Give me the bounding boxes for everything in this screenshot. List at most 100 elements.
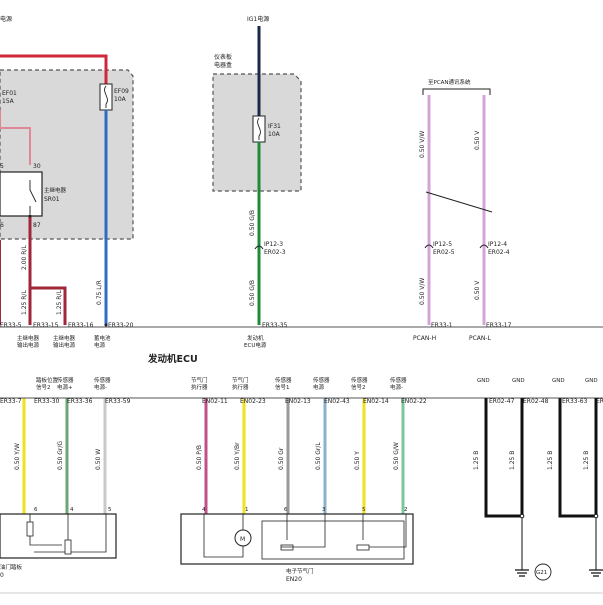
fuse-if31-rating: 10A [268,131,281,138]
lower-wire-label: 0.50 P/B [196,445,203,470]
lower-wire-label: 1.25 B [583,451,590,470]
lower-wire-label: 0.50 Gr [278,447,285,470]
lower-wire-label: 0.50 Gr/G [57,441,64,470]
lower-pin-num: 2 [404,507,408,513]
lower-wire-label: 1.25 B [547,451,554,470]
lower-wiring-layer: 0.50 Y/W 0.50 Gr/G 0.50 W 0.50 P/B 0.50 Y/Br… [0,376,603,514]
lower-wire-label: 1.25 B [509,451,516,470]
ground-symbol-2 [589,569,603,577]
desc-ecu-power-a: 发动机 [247,334,264,342]
fuse-ef01-rating: 15A [2,98,15,105]
lower-desc-b: 电源 [313,383,325,391]
lower-wire-label: 0.50 G/W [393,442,400,470]
wire-vw-top-label: 0.50 V/W [419,131,426,158]
pedal-module [0,513,117,559]
lower-pin-num: 5 [362,507,366,513]
lower-pin-num: 3 [322,507,326,513]
relay-switch [29,180,37,214]
lower-desc-a: 传感器 [57,376,74,384]
panel-box-label-1: 仪表板 [214,53,232,61]
lower-pin: EN02-22 [401,398,427,405]
pedal-label-1: 油门踏板 [0,563,23,571]
lower-desc-b: 电源+ [57,383,73,391]
pin-er33-17: ER33-17 [486,322,512,329]
red-supply-wire [0,54,108,84]
desc-relay-out2-b: 输出电源 [53,341,76,349]
lower-desc-a: GND [512,378,525,384]
conn-ip12-3-label: IP12-3 [264,241,283,248]
power-label-top: 电源 [0,15,12,23]
throttle-resistor-2 [356,544,370,551]
lower-desc-b: 电源- [390,383,403,391]
desc-relay-out2-a: 主继电器 [53,334,76,342]
wire-gb-top-label: 0.50 G/B [249,210,256,236]
lower-pin-num: 1 [245,507,249,513]
lower-desc-a: 传感器 [313,376,330,384]
lower-pin: EN02-11 [202,398,228,405]
connector-ip12-5 [424,244,434,249]
pedal-resistor-2 [64,539,72,555]
lower-wire-label: 0.50 W [95,449,102,470]
desc-battery-a: 蓄电池 [94,334,111,342]
lower-wire-label: 0.50 Y/W [14,443,21,470]
gnd-loop-1 [484,398,524,518]
lower-desc-b: 信号1 [275,383,290,391]
motor-symbol: M [240,536,245,543]
wire-rl-125b-label: 1.25 R/L [56,290,63,315]
ecu-title: 发动机ECU [147,353,198,365]
lower-wire-label: 0.50 Y/Br [234,442,241,470]
lower-pin-num: 6 [284,507,288,513]
relay-pin-30: 30 [33,163,41,170]
wire-v-bottom-label: 0.50 V [474,280,481,300]
fuse-ef09-element [104,85,108,108]
pin-er33-16: ER33-16 [68,322,94,329]
gnd-node-2 [593,513,599,519]
pedal-wiper-link [29,536,62,546]
lower-wire-label: 1.25 B [473,451,480,470]
throttle-sensor-box [261,520,405,560]
gnd-node-1 [519,513,525,519]
connector-ip12-4 [479,244,489,249]
pcan-bracket [422,88,491,95]
throttle-label-2: EN20 [286,576,302,583]
lower-pin: EN02-14 [363,398,389,405]
relay-pin-87: 87 [33,222,41,229]
pedal-internal-wire [29,514,107,553]
lower-pin: ER02-47 [489,398,515,405]
lower-desc-b: 信号2 [36,383,51,391]
pink-link-wire [0,127,31,165]
fuse-if31-label: IF31 [268,123,281,130]
lower-pin: ER33-7 [0,398,22,405]
relay-code: SR01 [44,196,60,203]
conn-er02-3-label: ER02-3 [264,249,286,256]
fuse-ef01-label: EF01 [2,90,17,97]
lower-pin: ER33-59 [105,398,131,405]
lower-desc-a: 传感器 [94,376,111,384]
lower-desc-b: 电源- [94,383,107,391]
lower-pin: EN02-43 [324,398,350,405]
fuse-ef09-rating: 10A [114,96,127,103]
er33-20-pin [104,323,108,327]
throttle-module [180,513,414,565]
gnd-loop-2 [558,398,598,518]
wire-lr-label: 0.75 L/R [96,280,103,305]
lower-wire-label: 0.50 Gr/L [315,442,322,470]
lower-desc-a: GND [477,378,490,384]
lower-desc-b: 执行器 [191,383,208,391]
lower-desc-b: 信号2 [351,383,366,391]
lower-pin: ER33-63 [562,398,588,405]
ground-symbol-1 [515,569,529,577]
conn-ip12-5-label: IP12-5 [433,241,452,248]
relay-pin-5: 5 [0,163,4,170]
lower-pin: EN02-23 [240,398,266,405]
desc-ecu-power-b: ECU电源 [244,341,267,349]
lower-desc-a: 传感器 [275,376,292,384]
ground-g21-badge [534,563,552,581]
throttle-resistor-1 [280,544,294,551]
lower-pin-num: 6 [34,507,38,513]
relay-output-branch [30,286,67,325]
panel-box-label-2: 电器盒 [214,61,232,69]
connector-ip12-3 [254,245,264,250]
lower-pin: ER02-48 [523,398,549,405]
pin-er33-35: ER33-35 [262,322,288,329]
